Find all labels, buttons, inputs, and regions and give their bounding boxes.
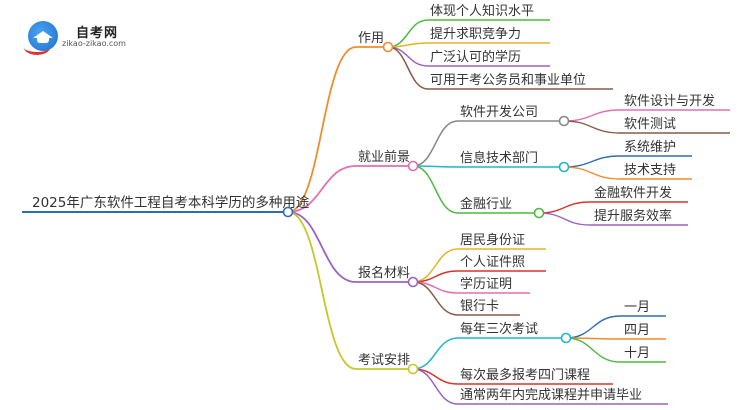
sub-label-0-3: 可用于考公务员和事业单位: [430, 72, 586, 88]
sub-label-1-2: 金融行业: [460, 196, 512, 212]
mind-map-nodes: 2025年广东软件工程自考本科学历的多种用途 作用 体现个人知识水平提升求职竞争力广…: [32, 3, 715, 403]
sub-label-0-0: 体现个人知识水平: [430, 3, 534, 19]
sub-edge-2-3: [412, 281, 459, 316]
sub-label-0-2: 广泛认可的学历: [430, 49, 521, 65]
sub-edge-1-0: [412, 120, 459, 167]
sub-label-1-1: 信息技术部门: [460, 150, 538, 166]
sub-edge-1-2: [412, 165, 459, 214]
sub-edge-3-1: [412, 368, 459, 385]
branch-label-0: 作用: [358, 31, 384, 46]
branch-edge-3: [287, 211, 357, 370]
sub-edge-0-2: [387, 46, 429, 67]
leaf-edge-3-0-2: [565, 337, 621, 363]
branch-node-circle-2[interactable]: [407, 276, 419, 288]
leaf-label-1-2-0: 金融软件开发: [594, 185, 672, 201]
logo-name: 自考网: [76, 26, 119, 41]
sub-label-2-3: 银行卡: [460, 299, 499, 314]
leaf-label-1-0-1: 软件测试: [624, 117, 676, 132]
logo-url: zikao-zikao.com: [62, 39, 126, 48]
root-label: 2025年广东软件工程自考本科学历的多种用途: [32, 194, 310, 211]
leaf-edge-3-0-0: [565, 315, 621, 339]
sub-label-1-0: 软件开发公司: [460, 104, 538, 120]
sub-label-3-1: 每次最多报考四门课程: [460, 367, 590, 383]
sub-label-3-2: 通常两年内完成课程并申请毕业: [460, 387, 642, 403]
leaf-label-1-1-1: 技术支持: [624, 163, 676, 178]
leaf-edge-1-2-1: [538, 212, 591, 226]
sub-label-0-1: 提升求职竞争力: [430, 26, 521, 42]
branch-node-circle-0[interactable]: [382, 41, 394, 53]
leaf-label-1-0-0: 软件设计与开发: [624, 93, 715, 109]
branch-edge-1: [287, 165, 357, 213]
sub-label-2-1: 个人证件照: [460, 255, 525, 270]
root-node-circle[interactable]: [282, 206, 294, 218]
logo-swoosh: [24, 40, 50, 55]
sub-node-circle-1-0[interactable]: [558, 115, 570, 127]
branch-label-2: 报名材料: [358, 265, 410, 281]
site-logo: 自考网 zikao-zikao.com: [24, 20, 140, 55]
leaf-edge-1-2-0: [538, 201, 591, 214]
sub-edge-3-0: [412, 337, 459, 370]
leaf-edge-1-1-0: [563, 155, 621, 168]
leaf-label-1-1-0: 系统维护: [624, 140, 676, 155]
sub-edge-3-2: [412, 368, 459, 405]
sub-edge-0-3: [387, 46, 429, 90]
branch-node-circle-3[interactable]: [407, 363, 419, 375]
sub-label-2-2: 学历证明: [460, 276, 512, 292]
leaf-label-3-0-1: 四月: [624, 323, 650, 338]
branch-edge-2: [287, 211, 357, 283]
sub-node-circle-3-0[interactable]: [560, 332, 572, 344]
sub-node-circle-1-2[interactable]: [533, 207, 545, 219]
branch-label-1: 就业前景: [358, 149, 410, 165]
leaf-label-3-0-2: 十月: [624, 346, 650, 361]
branch-label-3: 考试安排: [358, 353, 410, 368]
leaf-edge-1-1-1: [563, 166, 621, 180]
branch-node-circle-1[interactable]: [407, 160, 419, 172]
leaf-label-3-0-0: 一月: [624, 300, 650, 315]
branch-edge-0: [287, 46, 357, 213]
sub-edge-0-1: [387, 42, 429, 48]
leaf-label-1-2-1: 提升服务效率: [594, 208, 672, 224]
sub-node-circle-1-1[interactable]: [558, 161, 570, 173]
sub-label-3-0: 每年三次考试: [460, 321, 538, 337]
leaf-edge-1-0-0: [563, 109, 621, 122]
sub-label-2-0: 居民身份证: [460, 232, 525, 248]
leaf-edge-1-0-1: [563, 120, 621, 134]
